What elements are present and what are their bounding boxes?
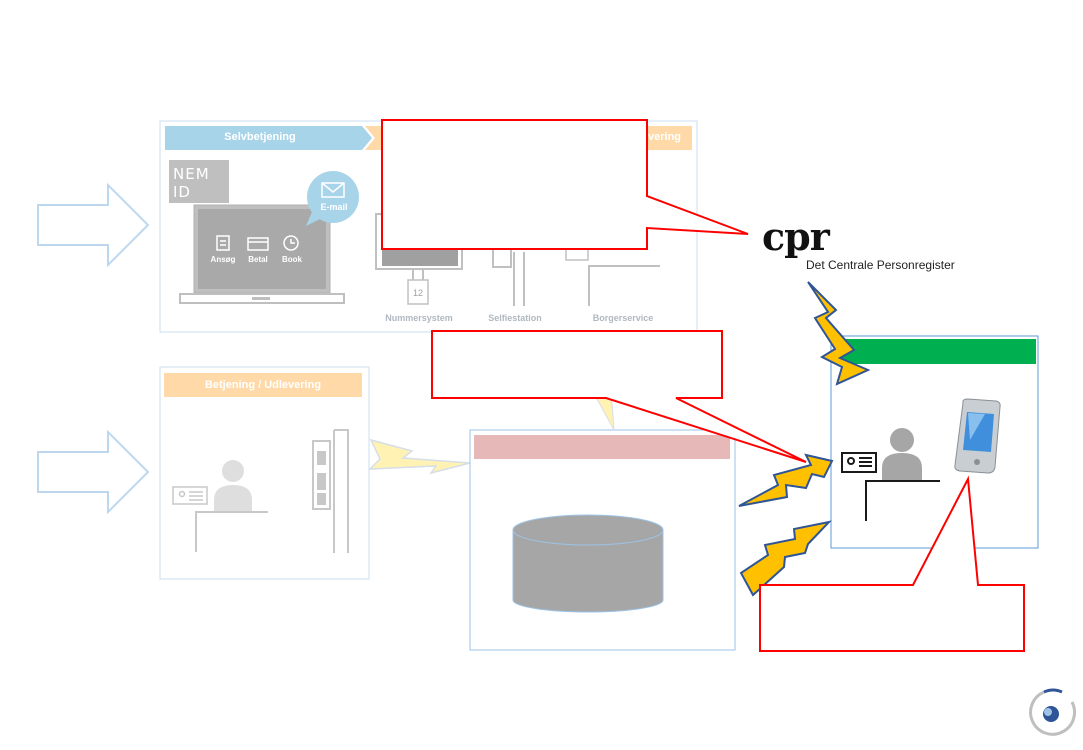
email-bubble-tail	[306, 212, 322, 226]
callout-bottom	[759, 475, 1025, 652]
database-panel-header	[474, 435, 730, 459]
laptop-icon-label-ansog: Ansøg	[210, 255, 236, 264]
lightning-bolt-icon	[368, 438, 471, 475]
laptop-icon-label-betal: Betal	[248, 255, 268, 264]
envelope-icon	[321, 182, 345, 198]
desk-outline	[588, 265, 660, 306]
card-icon	[247, 237, 269, 251]
tab-betjening-shape	[164, 373, 362, 397]
laptop-icon-label-book: Book	[282, 255, 302, 264]
tab-betjening-udlevering: Betjening / Udlevering	[204, 379, 322, 391]
mobile-phone-icon	[954, 398, 1001, 474]
person-icon	[214, 460, 252, 512]
tab-selvbetjening-shape	[165, 126, 372, 150]
desk-outline	[865, 480, 940, 521]
ticket-icon	[407, 279, 429, 305]
cpr-logo: cpr	[762, 214, 830, 259]
nemid-logo: NEM ID	[169, 160, 229, 203]
refresh-circle-icon[interactable]	[1029, 688, 1077, 736]
id-card-icon	[841, 452, 877, 473]
ticket-number: 12	[413, 288, 423, 298]
selfie-station-icon	[312, 429, 349, 553]
clock-icon	[283, 235, 299, 251]
desk-outline	[195, 511, 268, 552]
cpr-subtitle: Det Centrale Personregister	[806, 258, 955, 272]
database-icon	[512, 514, 664, 613]
laptop-display	[198, 209, 326, 289]
station-label-borgerservice: Borgerservice	[592, 313, 654, 323]
tab-selvbetjening: Selvbetjening	[224, 131, 296, 143]
station-label-selfiestation: Selfiestation	[488, 313, 542, 323]
callout-top	[381, 119, 749, 250]
email-label: E-mail	[320, 202, 348, 212]
laptop-notch	[252, 297, 270, 300]
right-arrow-icon	[37, 429, 150, 515]
right-arrow-icon	[37, 182, 150, 268]
lightning-bolt-icon	[738, 453, 834, 507]
person-icon	[882, 428, 922, 480]
tab-udlevering-label: vering	[648, 131, 682, 143]
clipboard-icon	[216, 235, 230, 251]
lightning-bolt-icon	[739, 520, 832, 597]
lightning-bolt-icon	[807, 281, 871, 386]
station-label-nummersystem: Nummersystem	[385, 313, 453, 323]
kiosk-panel	[382, 248, 458, 266]
mobile-service-header	[841, 339, 1036, 364]
id-card-icon	[172, 486, 208, 505]
service-desk-panel	[159, 366, 370, 580]
callout-middle	[431, 330, 807, 463]
